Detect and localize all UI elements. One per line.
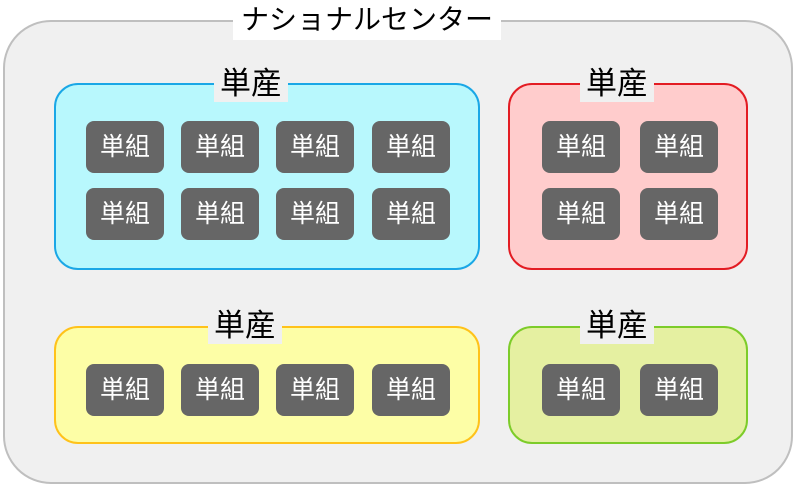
union-group-box: 単組 <box>181 188 259 240</box>
union-group-box: 単組 <box>542 364 620 416</box>
union-group-box: 単組 <box>181 364 259 416</box>
union-group-box: 単組 <box>640 121 718 173</box>
union-group-box: 単組 <box>542 188 620 240</box>
union-group-box: 単組 <box>86 121 164 173</box>
union-group-box: 単組 <box>372 364 450 416</box>
union-label: 単産 <box>208 308 282 344</box>
union-group-box: 単組 <box>542 121 620 173</box>
union-group-box: 単組 <box>86 364 164 416</box>
union-group-box: 単組 <box>640 188 718 240</box>
union-box-red <box>508 83 748 270</box>
union-group-box: 単組 <box>276 364 354 416</box>
union-group-box: 単組 <box>181 121 259 173</box>
union-label: 単産 <box>580 308 654 344</box>
union-group-box: 単組 <box>276 188 354 240</box>
union-box-blue <box>54 83 480 270</box>
union-label: 単産 <box>580 66 654 102</box>
union-label: 単産 <box>214 66 288 102</box>
union-group-box: 単組 <box>276 121 354 173</box>
union-group-box: 単組 <box>640 364 718 416</box>
national-center-title: ナショナルセンター <box>233 0 502 40</box>
union-group-box: 単組 <box>86 188 164 240</box>
union-group-box: 単組 <box>372 188 450 240</box>
union-group-box: 単組 <box>372 121 450 173</box>
